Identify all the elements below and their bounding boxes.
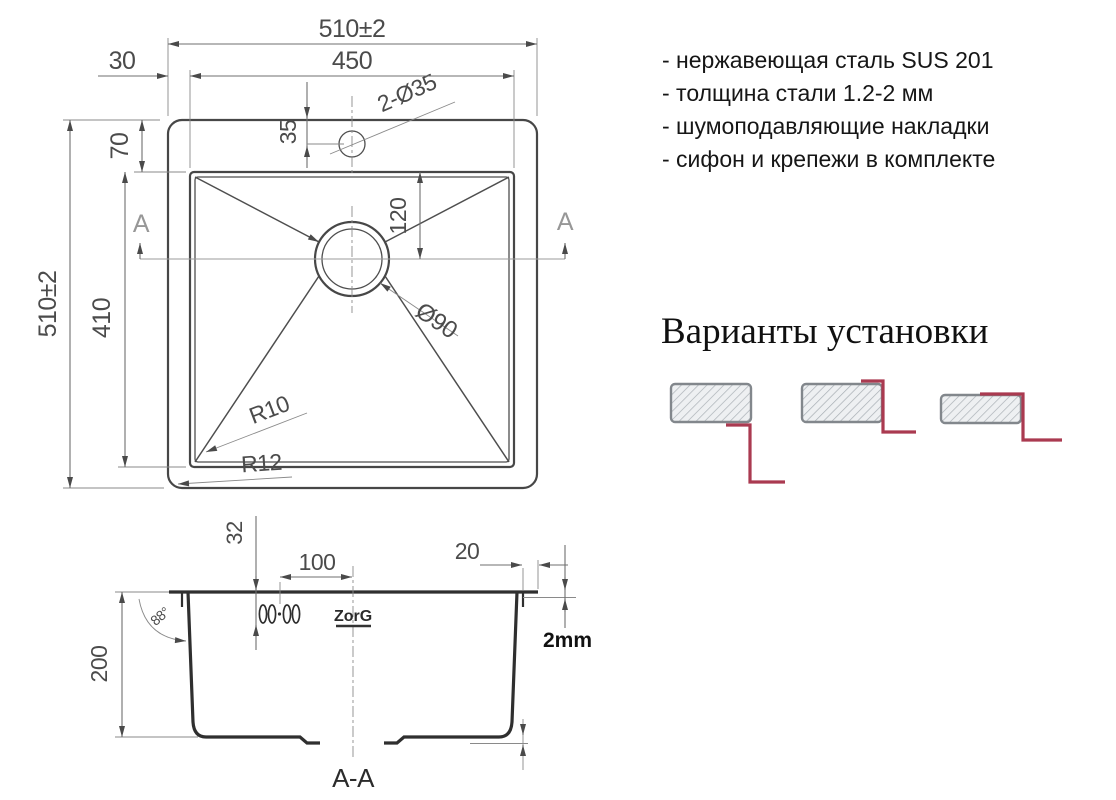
drain-offset-label: 120 [385,198,411,235]
dim-bottom-thickness [470,719,528,770]
spec-item: - шумоподавляющие накладки [662,113,990,139]
bowl-width-label: 450 [332,47,372,75]
wall-angle-label: 88° [147,604,172,629]
dim-top-rim: 70 [63,119,186,173]
dim-depth: 200 [86,591,198,738]
mount-option-flush [800,379,916,434]
countertop-section-3 [939,393,1023,425]
dim-wall-angle: 88° [138,598,187,644]
brand-logo-text: ZorG [334,608,372,625]
dim-clip-to-center: 100 [279,549,352,604]
top-rim-label: 70 [106,133,134,160]
mounting-options [669,379,1062,484]
countertop-section-2 [800,382,884,424]
inner-radius-label: R10 [245,390,292,429]
installation-title: Варианты установки [661,311,989,352]
rim-overhang-label: 20 [455,538,480,564]
overall-width-label: 510±2 [319,15,386,43]
brand-logo: ZorG [334,608,372,628]
dim-drain-diameter: Ø90 [379,282,462,344]
leader-inner-radius: R10 [205,390,308,453]
mount-option-undermount [939,392,1062,442]
section-marker-left: A [133,210,150,238]
section-wall-left [186,591,320,745]
section-label: A-A [332,763,375,793]
outer-radius-label: R12 [240,449,282,478]
section-cut-line: A A [133,208,574,260]
drain-diameter-label: Ø90 [410,297,462,344]
clip-drop-label: 32 [222,521,247,545]
spec-item: - толщина стали 1.2-2 мм [662,80,934,106]
top-view: 2-Ø35 A A 510±2 450 [34,15,574,490]
spec-item: - сифон и крепежи в комплекте [662,146,996,172]
dim-rim-thickness: 2mm [523,545,592,652]
bowl-height-label: 410 [88,298,116,338]
dim-clip-drop: 32 [222,516,259,650]
dim-overall-width: 510±2 [167,15,538,116]
dim-hole-offset: 35 [275,82,344,168]
section-marker-right: A [557,208,574,236]
depth-label: 200 [86,646,112,683]
sink-edge-profile-1 [726,423,785,484]
dim-bowl-width: 450 [189,47,515,168]
overall-height-label: 510±2 [34,271,62,338]
side-rim-label: 30 [109,47,136,75]
spec-item: - нержавеющая сталь SUS 201 [662,47,994,73]
dim-rim-overhang: 20 [455,538,568,590]
dim-side-rim: 30 [98,47,168,79]
dim-overall-height: 510±2 [34,120,164,489]
section-view: ZorG 200 88° 32 [86,516,592,793]
section-wall-right [384,591,519,745]
sink-edge-profile-2 [861,379,916,434]
sink-outer-outline [166,118,539,490]
sink-edge-profile-3 [980,392,1062,442]
hole-offset-label: 35 [275,120,301,145]
mount-option-overmount [669,382,785,484]
dim-drain-offset: 120 [385,172,423,259]
dim-bowl-height: 410 [88,172,186,468]
bowl-inner-edge [194,176,510,463]
faucet-hole-leader [329,101,456,155]
bowl-diagonals [194,176,510,463]
mounting-clip-glyphs [258,604,301,624]
spec-list: - нержавеющая сталь SUS 201 - толщина ст… [662,44,995,176]
clip-to-center-label: 100 [299,549,336,575]
countertop-section-1 [669,382,753,424]
rim-thickness-label: 2mm [543,629,592,652]
leader-outer-radius: R12 [177,449,293,487]
